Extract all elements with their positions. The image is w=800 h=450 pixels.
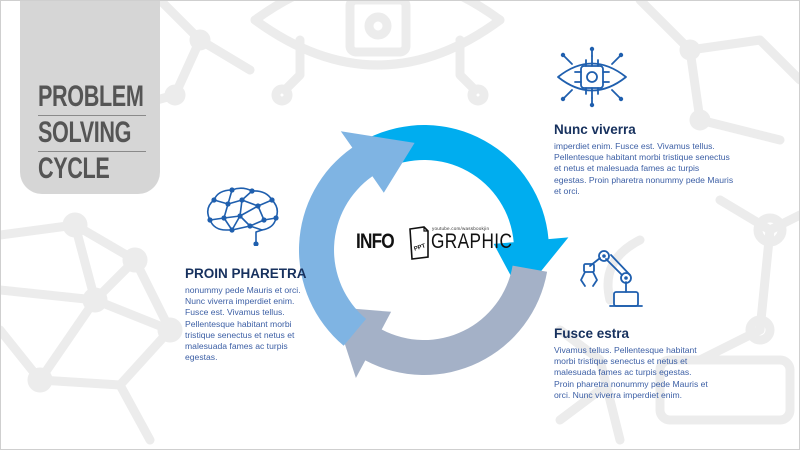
cycle-arrow-nunc-viverra xyxy=(367,125,569,296)
title-line-2: SOLVING xyxy=(38,116,132,149)
step-block-proin-pharetra: PROIN PHARETRA nonummy pede Mauris et or… xyxy=(185,266,307,363)
step-description: nonummy pede Mauris et orci. Nunc viverr… xyxy=(185,285,301,363)
cycle-arrow-proin-pharetra xyxy=(298,131,415,346)
robot-arm-icon xyxy=(580,250,643,307)
title-divider xyxy=(38,115,146,116)
logo-document-icon xyxy=(409,226,429,260)
logo-url: youtube.com/wassbookjin xyxy=(432,226,490,231)
step-block-nunc-viverra: Nunc viverra imperdiet enim. Fusce est. … xyxy=(554,122,734,197)
cycle-arrow-fusce-estra xyxy=(332,265,548,378)
eye-chip-icon xyxy=(557,46,627,108)
brain-network-icon xyxy=(206,187,279,246)
logo-word-info: INFO xyxy=(356,230,395,253)
title-panel: PROBLEM SOLVING CYCLE xyxy=(20,0,160,194)
logo-word-graphic: GRAPHIC xyxy=(431,230,513,253)
step-block-fusce-estra: Fusce estra Vivamus tellus. Pellentesque… xyxy=(554,326,714,401)
step-description: Vivamus tellus. Pellentesque habitant mo… xyxy=(554,345,708,400)
center-logo: INFO PPT youtube.com/wassbookjin GRAPHIC xyxy=(352,218,512,264)
title-divider xyxy=(38,151,146,152)
title-line-3: CYCLE xyxy=(38,152,110,185)
step-description: imperdiet enim. Fusce est. Vivamus tellu… xyxy=(554,141,734,196)
step-title: Nunc viverra xyxy=(554,122,636,137)
step-title: Fusce estra xyxy=(554,326,630,341)
step-title: PROIN PHARETRA xyxy=(185,266,307,281)
